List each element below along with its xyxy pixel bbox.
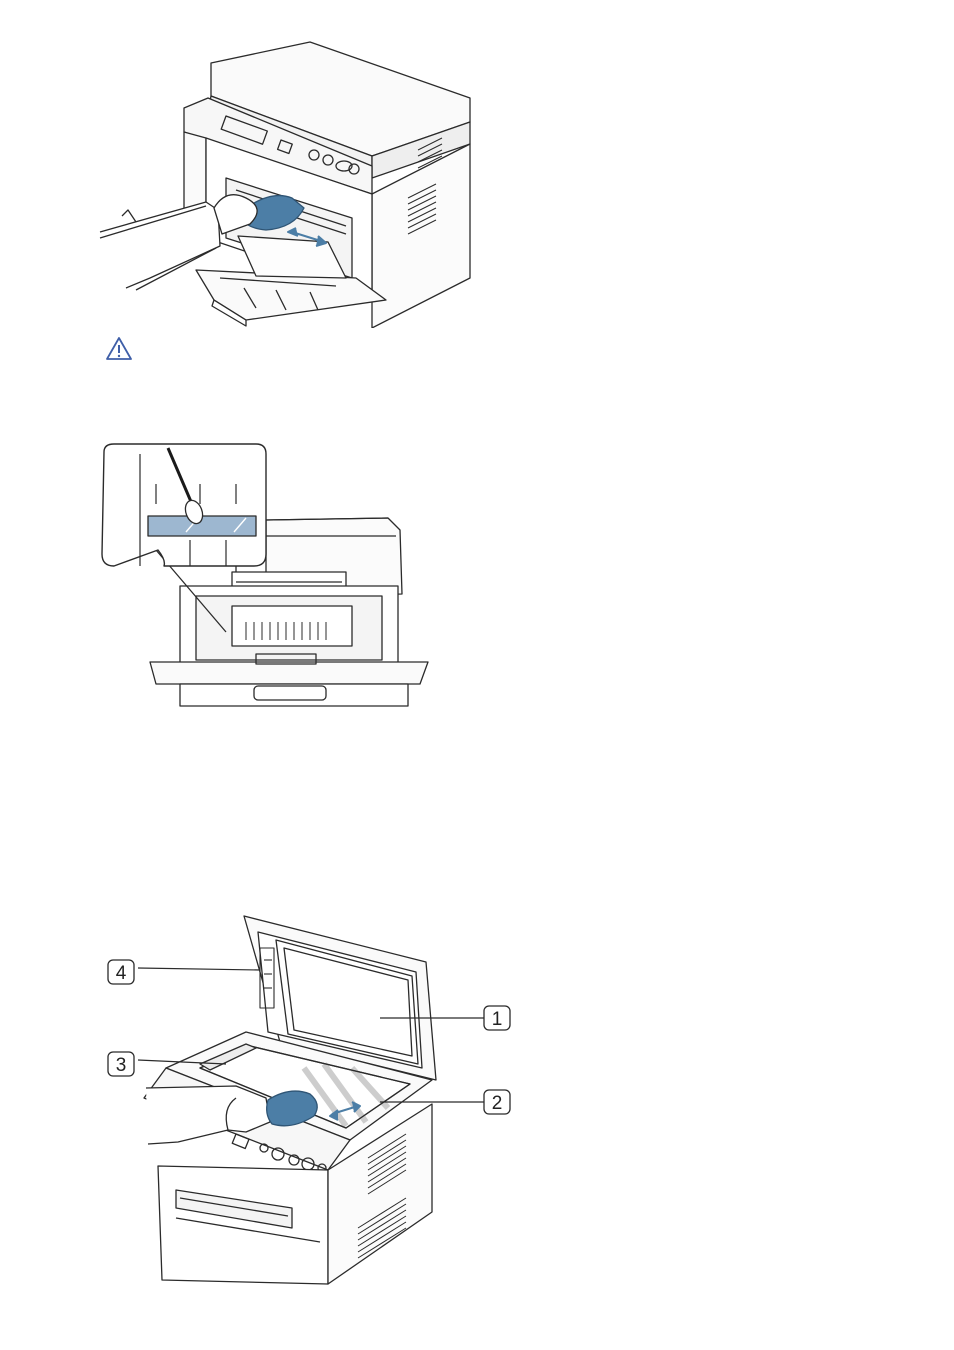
callout-3: 3 (108, 1052, 134, 1076)
callout-2: 2 (484, 1090, 510, 1114)
svg-text:2: 2 (492, 1093, 503, 1114)
callout-1: 1 (484, 1006, 510, 1030)
svg-text:3: 3 (116, 1055, 127, 1076)
laser-window-cleaning-figure (96, 440, 446, 710)
callout-4: 4 (108, 960, 134, 984)
warning-triangle-icon (105, 336, 133, 362)
svg-text:1: 1 (492, 1009, 503, 1030)
svg-text:4: 4 (116, 963, 127, 984)
scanner-glass-cleaning-figure: 4 3 1 2 (96, 908, 526, 1288)
printer-interior-cleaning-figure (96, 38, 486, 328)
